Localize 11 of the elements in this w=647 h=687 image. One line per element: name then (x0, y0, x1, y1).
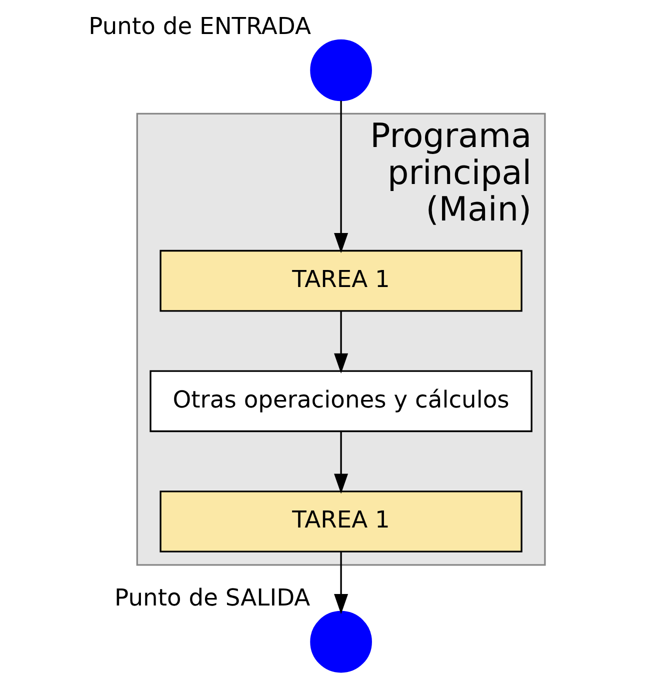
node-circle (310, 39, 372, 102)
node-box: TAREA 1 (160, 250, 522, 312)
arrow (334, 100, 348, 254)
arrow (334, 311, 348, 374)
node-box: Otras operaciones y cálculos (150, 370, 532, 432)
node-label: Punto de ENTRADA (88, 12, 311, 40)
node-label: Punto de SALIDA (114, 583, 310, 612)
node-circle (310, 610, 372, 673)
node-box: TAREA 1 (160, 490, 522, 552)
arrow (334, 552, 348, 614)
arrow (334, 432, 348, 494)
